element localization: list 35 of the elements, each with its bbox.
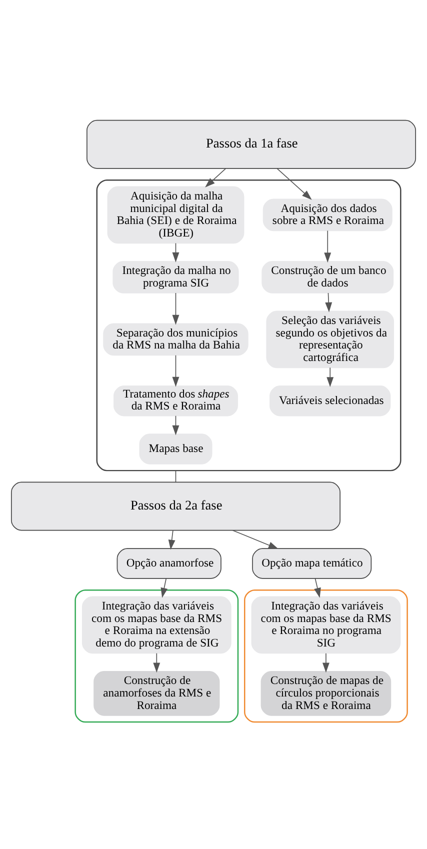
cluster: [244, 589, 408, 723]
arrow: [324, 230, 332, 263]
cluster: [74, 589, 239, 723]
arrow: [276, 168, 312, 200]
arrow: [172, 354, 180, 387]
node-box: Variáveis selecionadas: [270, 385, 391, 416]
node-box: Tratamento dos shapes da RMS e Roraima: [114, 385, 238, 416]
node-box: Opção anamorfose: [116, 548, 222, 579]
arrow: [153, 652, 160, 673]
node-box: Integração das variáveis com os mapas base da RMS e Roraima no programa SIG: [251, 596, 401, 654]
node-box: Integração da malha no programa SIG: [112, 261, 239, 294]
node-box: Mapas base: [139, 434, 212, 464]
arrow: [172, 415, 180, 436]
node-box: Integração das variáveis com os mapas base da RMS e Roraima na extensão demo do programa de SIG: [82, 596, 232, 654]
node-box: Separação dos municípios da RMS na malha da Bahia: [103, 323, 248, 356]
node-box: Opção mapa temático: [252, 548, 372, 579]
node-box: Construção de mapas de círculos proporcionais da RMS e Roraima: [260, 671, 392, 716]
node-box: Passos da 2a fase: [11, 482, 340, 531]
node-box: Seleção das variáveis segundo os objetivos da representação cartográfica: [266, 310, 394, 368]
arrow: [160, 578, 168, 598]
arrow: [314, 578, 321, 598]
connector: [175, 470, 176, 482]
node-box: Aquisição da malha municipal digital da Bahia (SEI) e de Roraima (IBGE): [107, 186, 244, 244]
node-box: Passos da 1a fase: [86, 120, 416, 169]
arrow: [232, 530, 278, 550]
node-box: Construção de anamorfoses da RMS e Roraima: [94, 671, 220, 716]
arrow: [322, 652, 330, 673]
arrow: [172, 242, 180, 262]
node-box: Aquisição dos dados sobre a RMS e Roraima: [262, 198, 392, 232]
arrow: [326, 367, 334, 388]
node-box: Construção de um banco de dados: [262, 261, 394, 294]
arrow: [325, 292, 332, 312]
arrow: [168, 530, 176, 550]
arrow: [205, 168, 226, 188]
arrow: [172, 292, 180, 325]
